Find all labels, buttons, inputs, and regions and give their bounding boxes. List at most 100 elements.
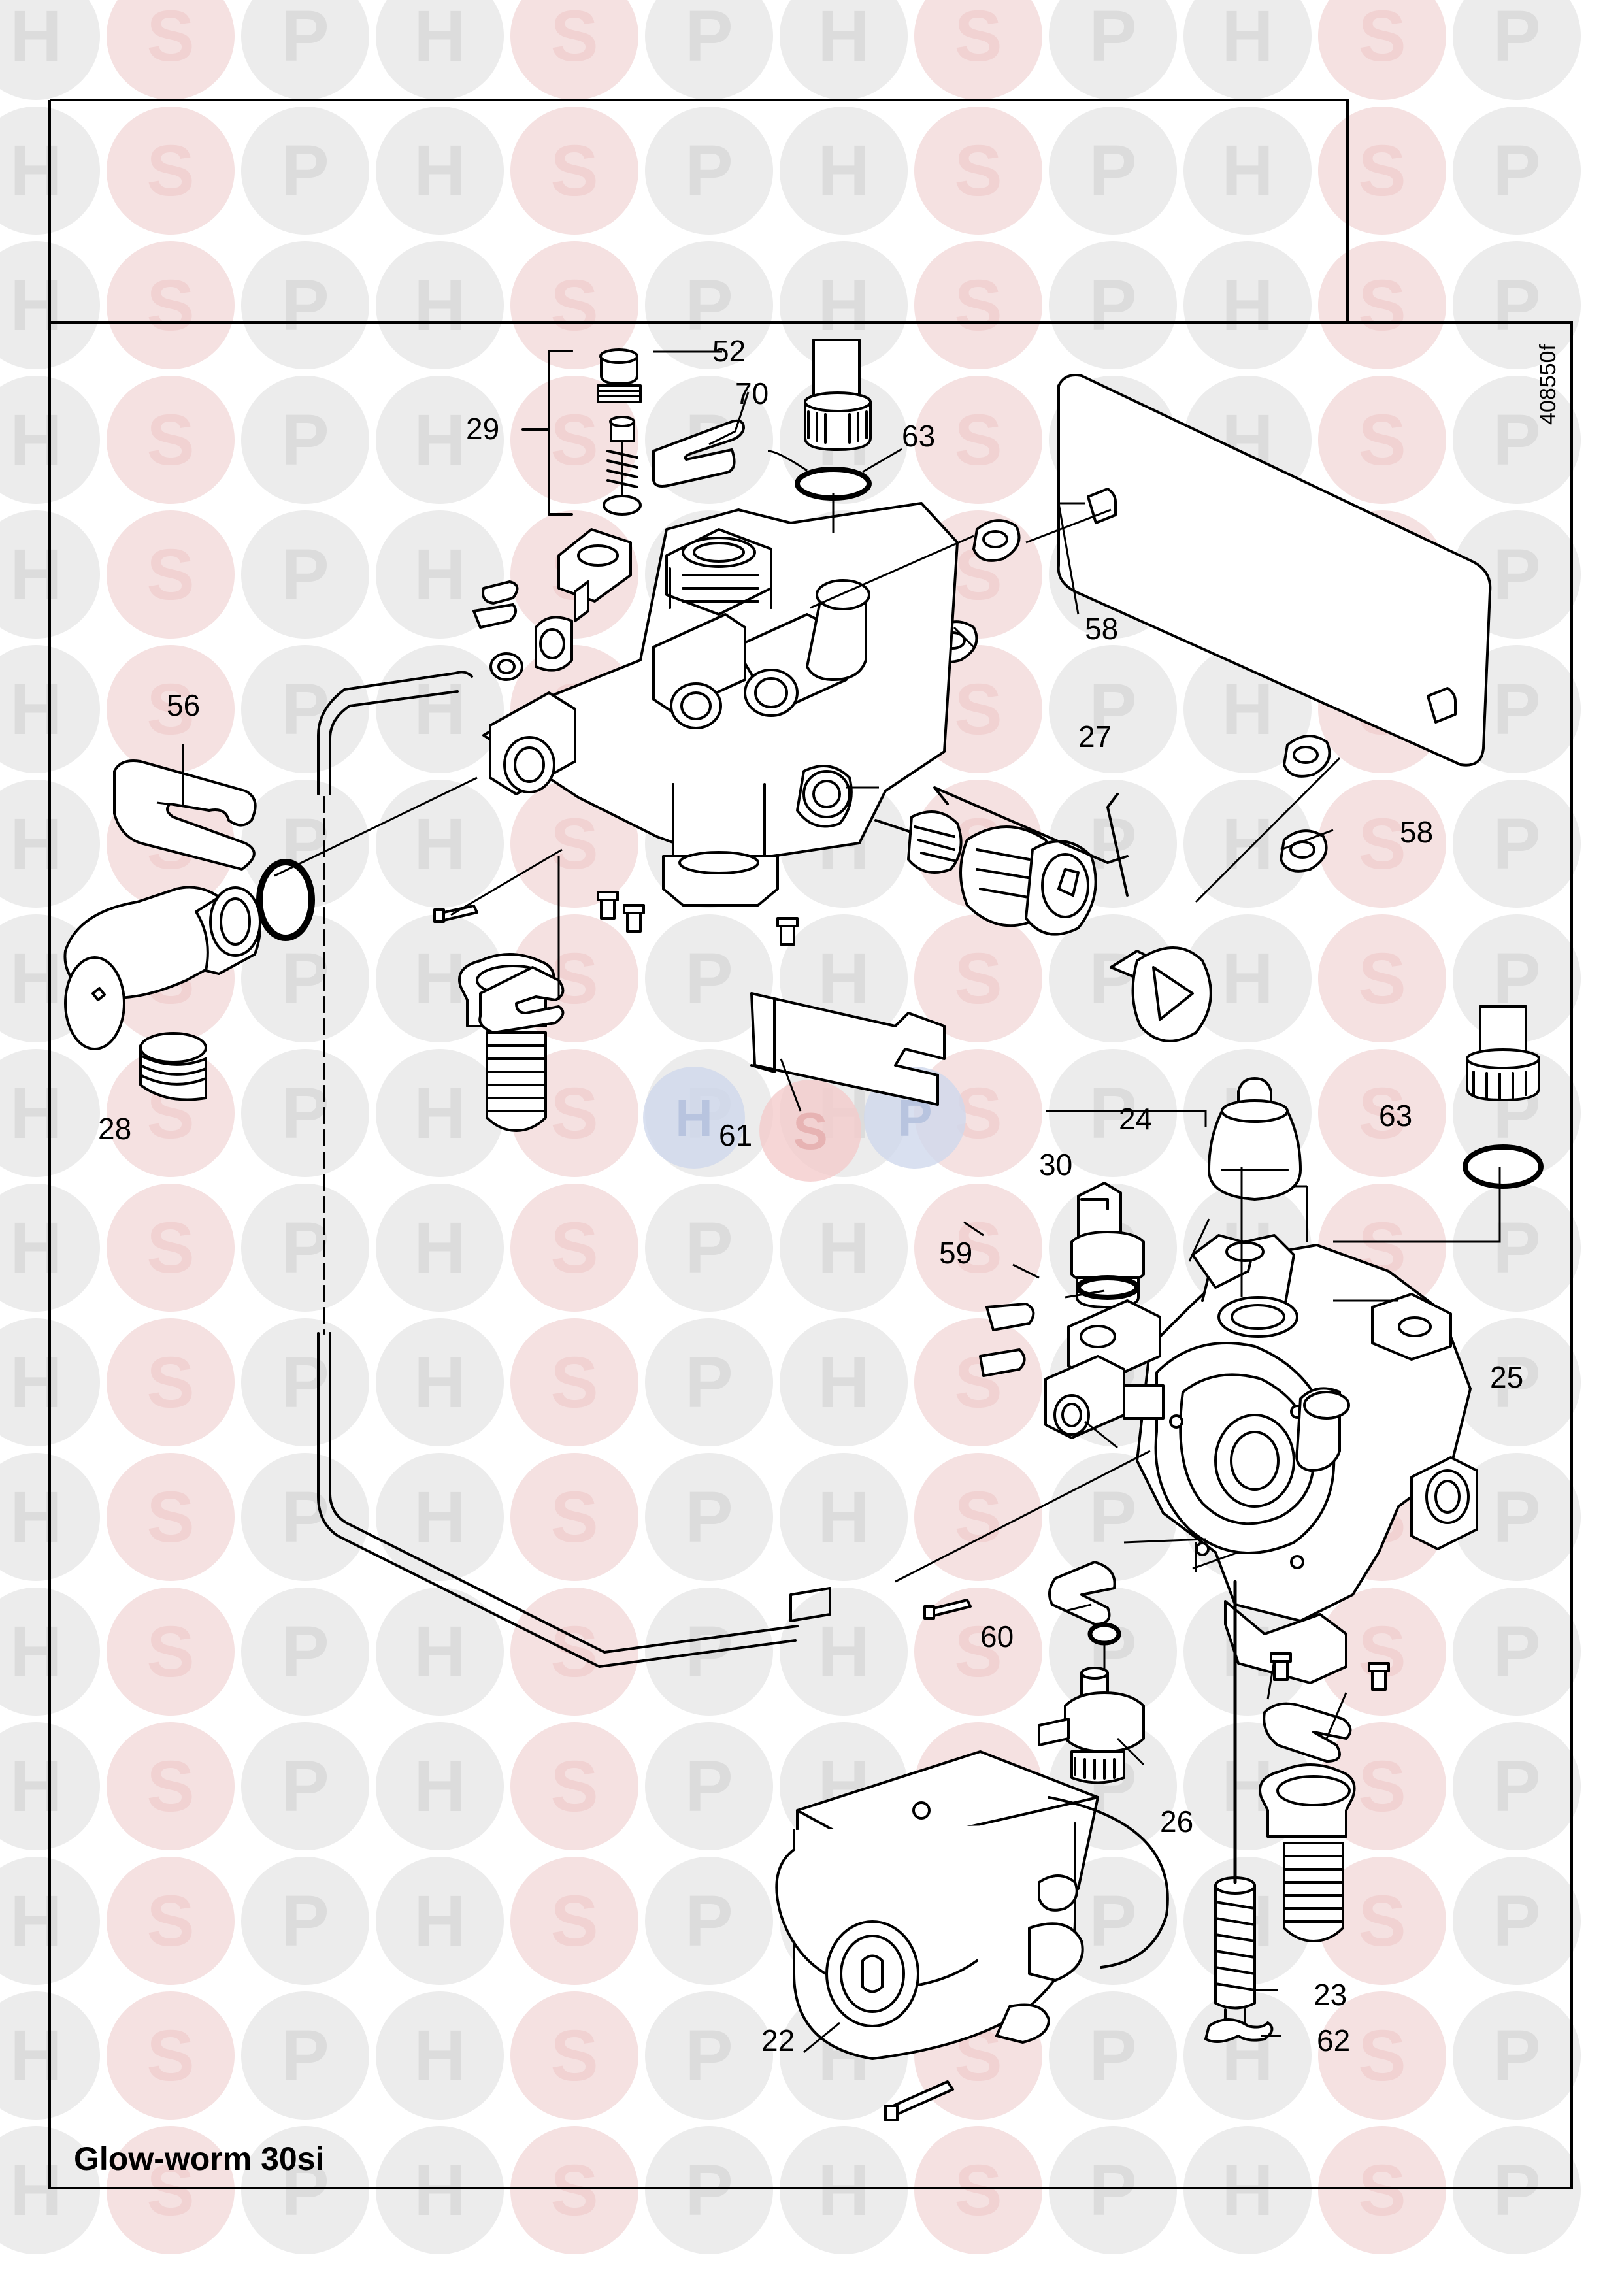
watermark-letter: S <box>550 1881 598 1961</box>
watermark-letter: S <box>1358 804 1406 884</box>
watermark-letter: H <box>1221 939 1273 1019</box>
watermark-circle <box>510 1588 638 1716</box>
watermark-letter: H <box>10 1881 61 1961</box>
watermark-circle <box>1318 780 1446 908</box>
watermark-circle <box>1183 0 1312 100</box>
watermark-circle <box>510 1318 638 1446</box>
watermark-letter: H <box>10 1342 61 1423</box>
watermark-letter: P <box>1493 669 1540 750</box>
center-logo-s-circle <box>759 1080 861 1182</box>
watermark-circle <box>241 1991 369 2120</box>
watermark-circle <box>1183 2126 1312 2254</box>
watermark-letter: P <box>1493 1746 1540 1827</box>
watermark-circle <box>1049 1453 1177 1581</box>
clip-icon <box>1204 2018 1274 2043</box>
watermark-circle <box>914 0 1042 100</box>
watermark-letter: S <box>954 1208 1002 1288</box>
cap-icon <box>1110 946 1212 1042</box>
watermark-letter: H <box>414 804 465 884</box>
watermark-letter: P <box>1089 669 1136 750</box>
watermark-letter: P <box>281 535 329 615</box>
watermark-letter: S <box>146 1208 194 1288</box>
callout-59: 59 <box>939 1236 972 1270</box>
watermark-circle <box>1318 914 1446 1042</box>
watermark-letter: S <box>550 1746 598 1827</box>
watermark-letter: P <box>685 131 733 211</box>
watermark-circle <box>914 2126 1042 2254</box>
watermark-letter: S <box>550 1208 598 1288</box>
watermark-letter: S <box>550 0 598 76</box>
watermark-letter: S <box>1358 1073 1406 1154</box>
watermark-letter: H <box>414 1073 465 1154</box>
watermark-circle <box>914 914 1042 1042</box>
diagram-frame <box>48 99 1573 2189</box>
watermark-circle <box>107 241 235 369</box>
watermark-circle <box>1318 1049 1446 1177</box>
watermark-letter: S <box>146 0 194 76</box>
pump-motor-icon <box>775 1750 1169 2060</box>
watermark-circle <box>241 1722 369 1850</box>
bracket-icon <box>750 992 946 1106</box>
watermark-circle <box>510 1453 638 1581</box>
watermark-circle <box>645 1991 773 2120</box>
watermark-letter: H <box>10 0 61 76</box>
watermark-circle <box>376 1318 504 1446</box>
watermark-circle <box>241 1588 369 1716</box>
watermark-circle <box>645 1453 773 1581</box>
reference-code: 408550f <box>1536 344 1561 425</box>
watermark-letter: P <box>685 1881 733 1961</box>
center-logo-s-letter: S <box>793 1102 827 1160</box>
watermark-letter: H <box>818 0 869 76</box>
frame-top-box <box>50 99 1349 322</box>
drain-cock-icon <box>1038 1667 1145 1784</box>
watermark-letter: H <box>10 265 61 346</box>
watermark-circle <box>107 645 235 773</box>
watermark-letter: S <box>146 265 194 346</box>
watermark-letter: H <box>818 1477 869 1557</box>
watermark-letter: S <box>1358 1746 1406 1827</box>
watermark-letter: S <box>550 2016 598 2096</box>
hsp-center-logo: H S P <box>643 1067 966 1182</box>
watermark-circle <box>1318 1588 1446 1716</box>
watermark-letter: H <box>1221 0 1273 76</box>
watermark-circle <box>1453 1991 1581 2120</box>
watermark-circle <box>376 2126 504 2254</box>
watermark-letter: P <box>281 131 329 211</box>
watermark-circle <box>1453 1857 1581 1985</box>
watermark-letter: H <box>414 265 465 346</box>
watermark-letter: P <box>685 939 733 1019</box>
clip-icon <box>478 966 565 1034</box>
watermark-circle <box>1183 241 1312 369</box>
watermark-letter: H <box>1221 669 1273 750</box>
callout-28: 28 <box>98 1112 131 1146</box>
watermark-letter: S <box>1358 2016 1406 2096</box>
callout-29: 29 <box>466 412 499 446</box>
watermark-circle <box>0 2126 100 2254</box>
watermark-circle <box>1453 1588 1581 1716</box>
watermark-circle <box>510 1184 638 1312</box>
watermark-letter: S <box>146 2016 194 2096</box>
watermark-circle <box>107 107 235 235</box>
watermark-letter: P <box>685 0 733 76</box>
watermark-circle <box>780 107 908 235</box>
watermark-letter: P <box>1089 1477 1136 1557</box>
watermark-circle <box>241 510 369 639</box>
watermark-letter: H <box>414 2150 465 2231</box>
watermark-circle <box>914 1184 1042 1312</box>
watermark-letter: S <box>954 669 1002 750</box>
screw-icon <box>433 891 1390 2121</box>
nut-icon <box>804 339 872 451</box>
watermark-circle <box>376 241 504 369</box>
watermark-letter: H <box>818 1342 869 1423</box>
watermark-letter: P <box>1493 0 1540 76</box>
o-ring-icon <box>256 859 315 941</box>
watermark-circle <box>241 107 369 235</box>
watermark-letter: H <box>414 0 465 76</box>
watermark-circle <box>107 1453 235 1581</box>
watermark-letter: S <box>954 400 1002 480</box>
watermark-letter: P <box>281 2150 329 2231</box>
watermark-letter: H <box>10 1746 61 1827</box>
callout-22: 22 <box>761 2023 795 2057</box>
watermark-letter: P <box>281 939 329 1019</box>
watermark-letter: P <box>1493 400 1540 480</box>
